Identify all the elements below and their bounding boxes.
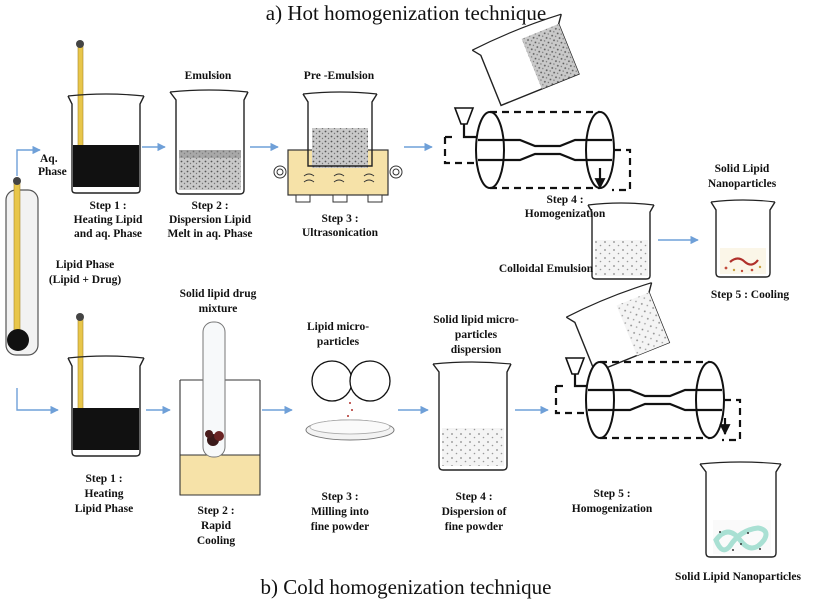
milling-rollers [305, 360, 395, 441]
hot-step1-beaker [67, 40, 145, 194]
cold-homogenizer [554, 357, 742, 442]
lipid-phase-label: Lipid Phase(Lipid + Drug) [49, 259, 122, 286]
dispersion-beaker [432, 361, 512, 471]
ultrasonication-bath [273, 91, 403, 203]
hot-tilted-beaker [471, 13, 580, 107]
title-cold: b) Cold homogenization technique [260, 575, 551, 599]
colloidal-emulsion-label: Colloidal Emulsion [499, 263, 594, 275]
emulsion-label: Emulsion [185, 70, 232, 82]
lipid-phase-test-tube [5, 177, 39, 356]
colloidal-emulsion-beaker [587, 202, 655, 280]
hot-step2-beaker [169, 89, 249, 195]
hot-homogenizer [443, 107, 632, 192]
hot-sln-beaker [710, 199, 776, 278]
cold-tilted-beaker [565, 282, 671, 374]
title-hot: a) Hot homogenization technique [266, 1, 547, 25]
cold-sln-beaker [699, 461, 782, 558]
hot-step4-label: Step 4 :Homogenization [525, 194, 606, 220]
aq-phase-label: Aq.Phase [38, 153, 67, 178]
cold-step5-label: Step 5 :Homogenization [572, 488, 653, 515]
microparticles-label: Lipid micro-particles [307, 321, 369, 348]
hot-step5-label: Step 5 : Cooling [711, 289, 790, 301]
rapid-cooling-bath [179, 321, 261, 496]
arrow-to-cold [16, 388, 59, 415]
cold-sln-label: Solid Lipid Nanoparticles [675, 571, 801, 583]
hot-step3-label: Step 3 :Ultrasonication [302, 213, 379, 239]
pre-emulsion-label: Pre -Emulsion [304, 70, 375, 82]
arrow-to-hot [16, 145, 41, 176]
cold-step1-beaker [67, 313, 145, 457]
